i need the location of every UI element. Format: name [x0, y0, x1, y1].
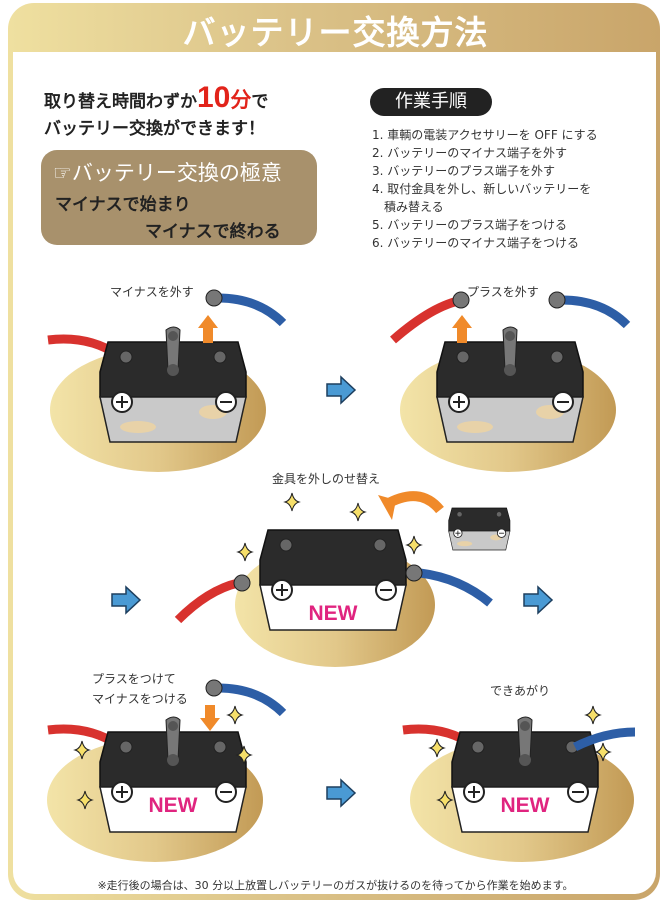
step3-caption: 金具を外しのせ替え [272, 472, 381, 486]
step4-caption-line1: プラスをつけて [92, 672, 176, 686]
lead-unit: 分 [230, 88, 252, 112]
lead-text: 取り替え時間わずか10分で バッテリー交換ができます！ [44, 81, 269, 143]
arrow-right-icon [326, 779, 356, 807]
arrow-right-icon [523, 586, 553, 614]
step-item: 6. バッテリーのマイナス端子をつける [372, 236, 580, 250]
step2-illustration [390, 291, 631, 472]
new-label: NEW [501, 794, 550, 817]
lead-prefix: 取り替え時間わずか [44, 92, 197, 112]
lead-suffix: で [251, 92, 269, 112]
tip-heading: ☞バッテリー交換の極意 [53, 161, 282, 185]
tip-line2: マイナスで終わる [145, 222, 281, 242]
lead-minutes: 10 [197, 81, 231, 114]
arrow-right-icon [326, 376, 356, 404]
step1-illustration [47, 289, 287, 472]
lead-line2: バッテリー交換ができます！ [44, 119, 265, 139]
new-label: NEW [309, 602, 358, 625]
new-label: NEW [149, 794, 198, 817]
step-item: 2. バッテリーのマイナス端子を外す [372, 146, 568, 160]
step2-caption: プラスを外す [467, 285, 539, 299]
step1-caption: マイナスを外す [110, 285, 194, 299]
page-title: バッテリー交換方法 [182, 13, 489, 52]
step-item: 積み替える [372, 200, 444, 214]
step-item: 1. 車輌の電装アクセサリーを OFF にする [372, 128, 598, 142]
step3-illustration [174, 491, 511, 667]
footer-note: ※走行後の場合は、30 分以上放置しバッテリーのガスが抜けるのを待ってから作業を… [97, 879, 574, 892]
step-item: 5. バッテリーのプラス端子をつける [372, 218, 568, 232]
step4-illustration [47, 679, 287, 862]
step5-illustration [402, 705, 636, 862]
steps-heading: 作業手順 [370, 88, 492, 116]
arrow-right-icon [111, 586, 141, 614]
tip-line1: マイナスで始まり [55, 195, 191, 215]
step5-caption: できあがり [490, 684, 551, 698]
step4-caption-line2: マイナスをつける [92, 692, 188, 706]
tip-box: ☞バッテリー交換の極意 マイナスで始まり マイナスで終わる [41, 150, 317, 245]
step-item: 3. バッテリーのプラス端子を外す [372, 164, 556, 178]
step-item: 4. 取付金具を外し、新しいバッテリーを [372, 182, 592, 196]
steps-list: 1. 車輌の電装アクセサリーを OFF にする 2. バッテリーのマイナス端子を… [372, 126, 598, 252]
